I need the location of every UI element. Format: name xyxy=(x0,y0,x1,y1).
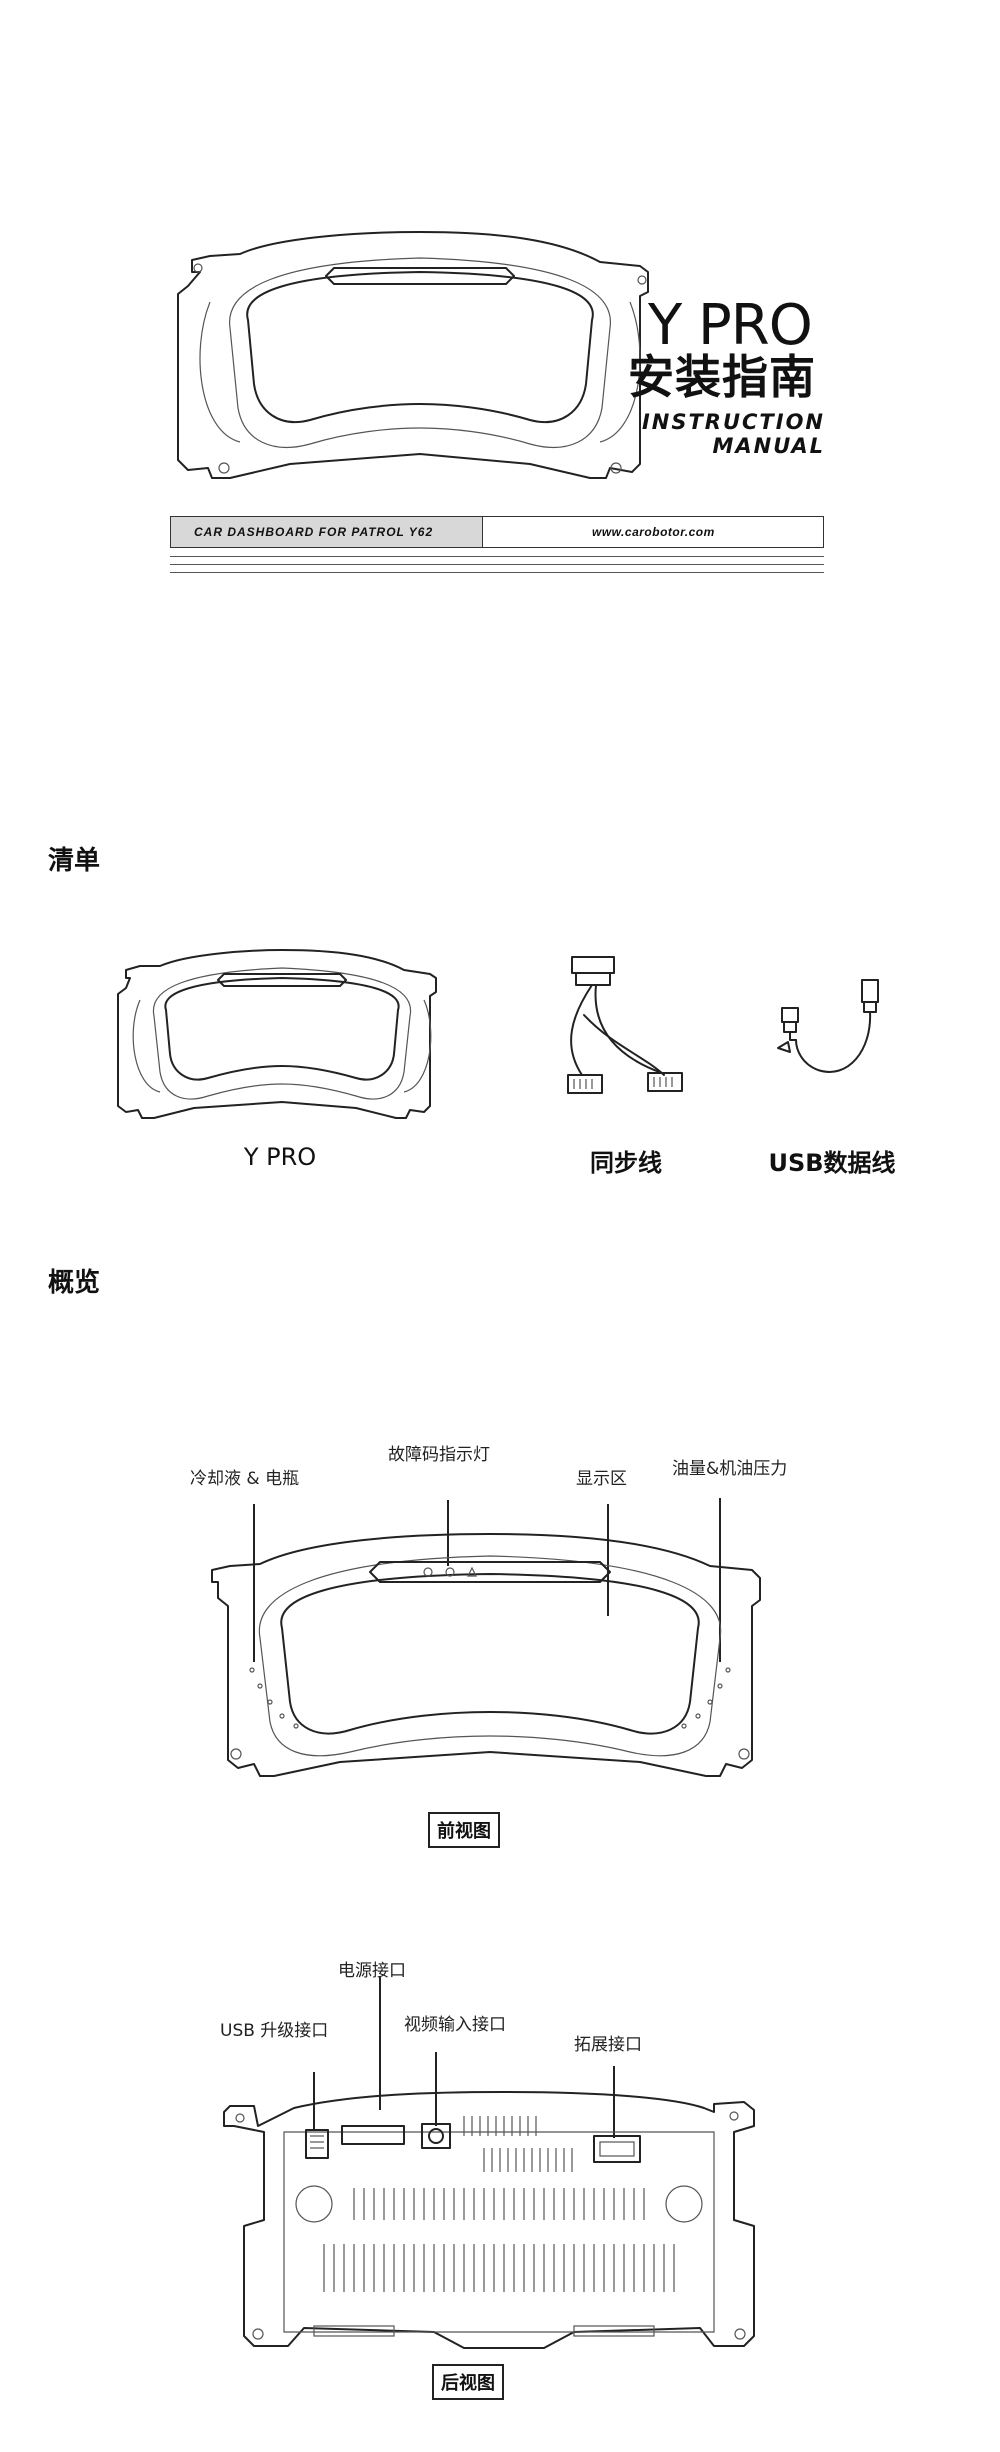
callout-oil-pressure: 油量&机油压力 xyxy=(672,1459,788,1479)
cover-info-bar: CAR DASHBOARD FOR PATROL Y62 www.carobot… xyxy=(170,516,824,574)
usb-cable-icon xyxy=(777,979,879,1073)
cover-subtitle-en-line1: INSTRUCTION xyxy=(641,410,825,434)
callout-coolant-battery: 冷却液 & 电瓶 xyxy=(190,1469,300,1489)
callout-video-input: 视频输入接口 xyxy=(404,2015,506,2035)
overview-heading: 概览 xyxy=(48,1268,101,1298)
dashboard-front-view xyxy=(211,1498,761,1777)
dashboard-cover-illustration xyxy=(177,231,649,479)
sync-cable-icon xyxy=(567,956,683,1094)
cover-title: Y PRO xyxy=(648,293,813,358)
back-view-caption: 后视图 xyxy=(432,2364,504,2400)
callout-usb-upgrade: USB 升级接口 xyxy=(220,2021,329,2041)
cover-subtitle-en-line2: MANUAL xyxy=(712,434,825,458)
cover-bar-right-text: www.carobotor.com xyxy=(592,525,715,539)
dashboard-back-view xyxy=(223,1976,755,2349)
checklist-item-label-sync: 同步线 xyxy=(590,1149,662,1177)
callout-expansion-port: 拓展接口 xyxy=(574,2035,642,2055)
callout-fault-indicator: 故障码指示灯 xyxy=(388,1445,490,1465)
checklist-item-label-ypro: Y PRO xyxy=(243,1143,317,1171)
front-view-caption: 前视图 xyxy=(428,1812,500,1848)
cover-subtitle-cn: 安装指南 xyxy=(628,350,816,404)
cover-bar-left-text: CAR DASHBOARD FOR PATROL Y62 xyxy=(194,525,434,539)
dashboard-icon xyxy=(117,949,437,1119)
checklist-item-label-usb: USB数据线 xyxy=(768,1149,896,1177)
callout-power-port: 电源接口 xyxy=(338,1961,406,1981)
checklist-heading: 清单 xyxy=(48,846,101,876)
callout-display-area: 显示区 xyxy=(576,1469,627,1489)
cover-bar-left-cell xyxy=(171,517,483,547)
